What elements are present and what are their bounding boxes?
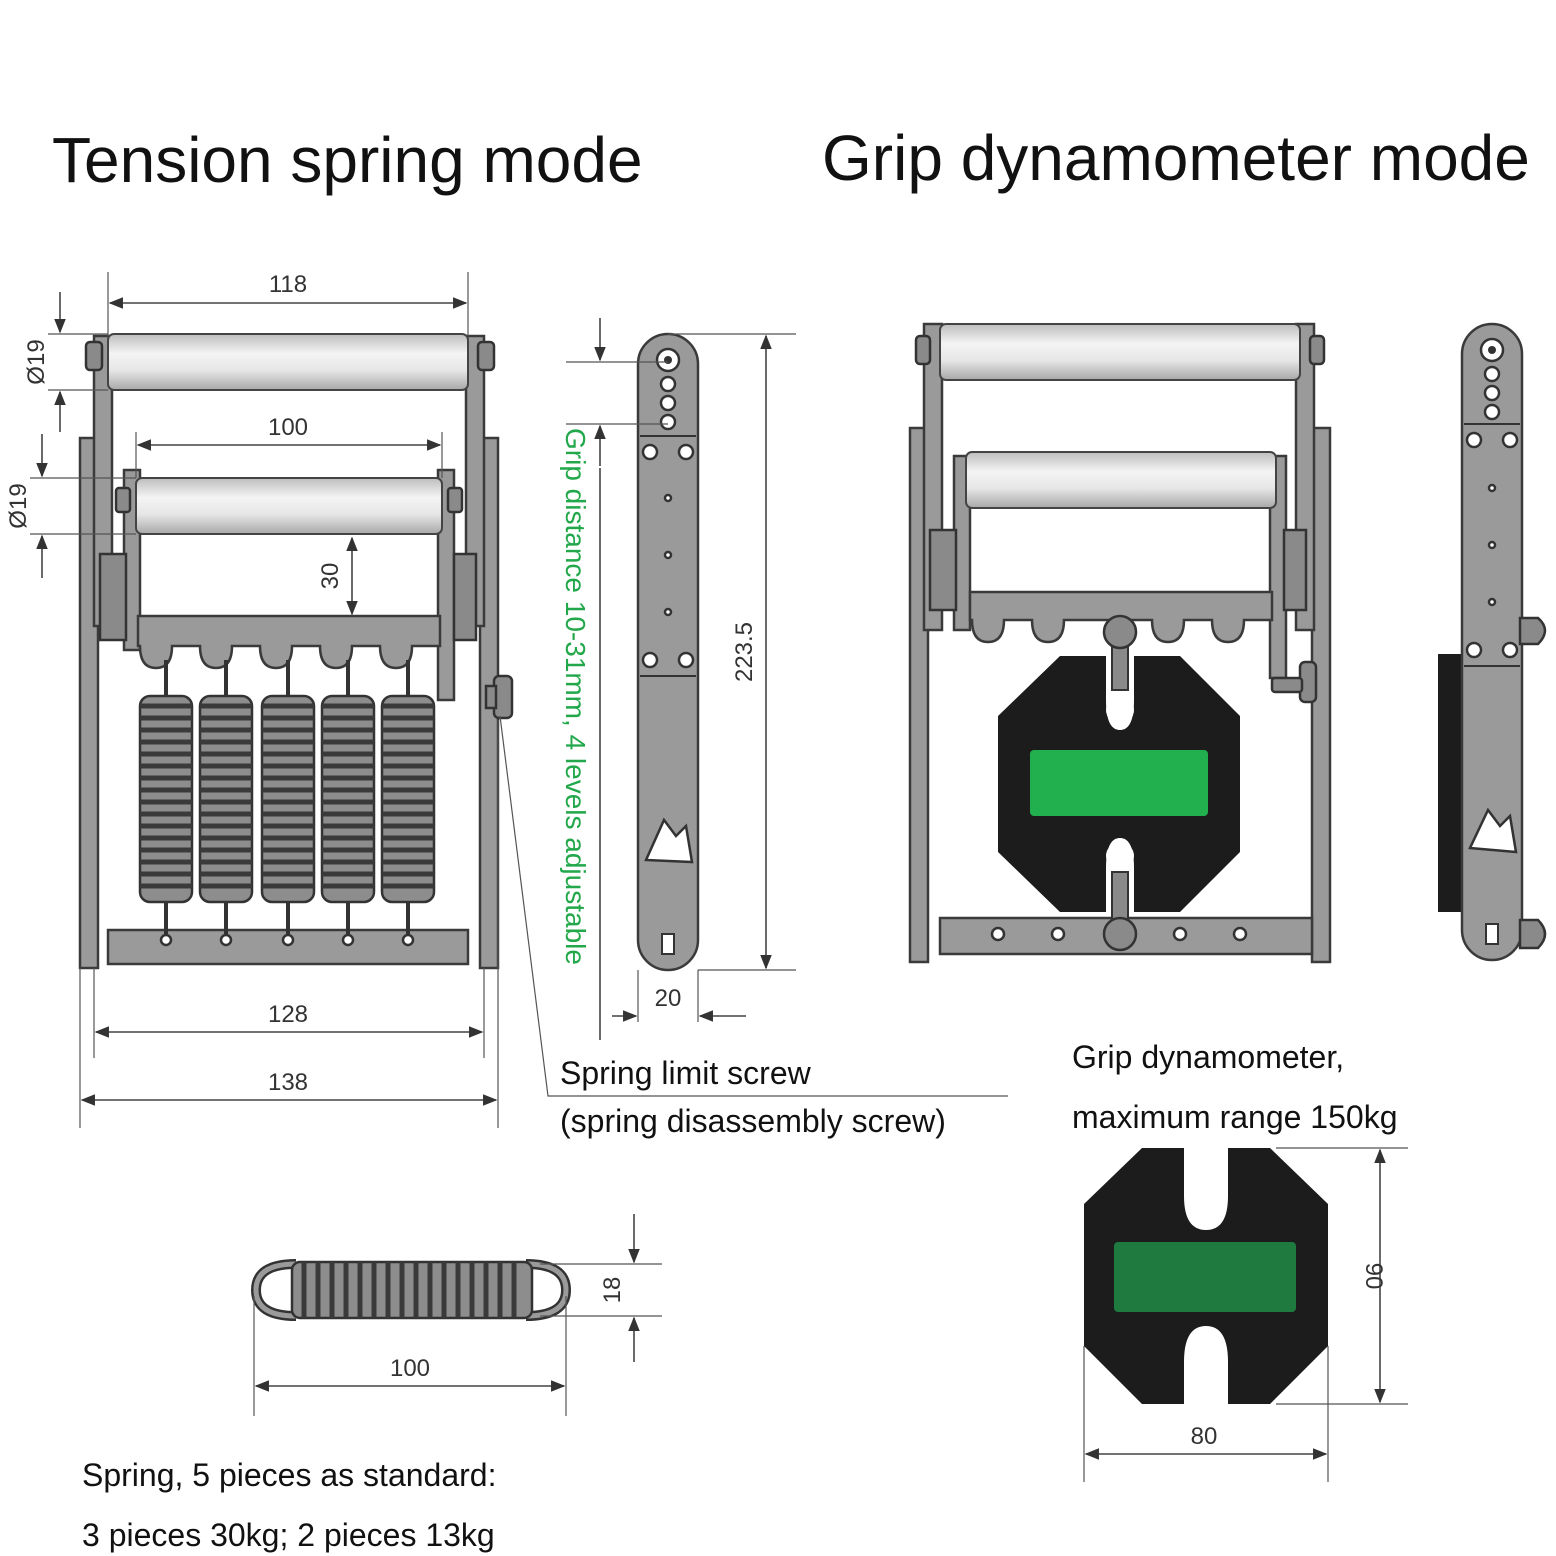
spring [138,660,194,947]
dim-dynamometer-height: 90 [1360,1263,1387,1290]
springs-group [138,660,434,947]
bottom-roller [135,477,443,535]
spring [322,660,374,945]
note-grip-distance: Grip distance 10-31mm, 4 levels adjustab… [560,428,591,965]
dim-top-roller-diameter: Ø19 [23,339,50,384]
left-dimensions: 118 100 Ø19 Ø19 30 128 138 [5,271,1008,1128]
brand-logo-icon [1468,807,1518,854]
note-limit-screw-line2: (spring disassembly screw) [560,1103,946,1139]
spring [200,660,252,945]
brand-logo-icon [644,817,694,864]
side-view-tension [636,332,700,972]
dynamometer-detail-display [1114,1242,1296,1312]
tension-spring-device [78,333,514,970]
hook-bar [136,614,442,670]
side-dimensions: 223.5 20 Grip distance 10-31mm, 4 levels… [560,318,796,1040]
side-view-dynamometer [1438,322,1547,962]
title-tension-spring-mode: Tension spring mode [52,124,643,196]
note-spring-line1: Spring, 5 pieces as standard: [82,1457,496,1493]
dim-roller-gap: 30 [317,563,344,590]
grip-dynamometer-device [908,322,1332,964]
dim-outer-width: 138 [268,1069,308,1096]
title-grip-dynamometer-mode: Grip dynamometer mode [822,122,1530,194]
dim-bottom-roller-diameter: Ø19 [5,483,32,528]
note-limit-screw-line1: Spring limit screw [560,1055,812,1091]
dynamometer-display [1030,750,1208,816]
dim-side-width: 20 [655,985,682,1012]
spring-coil-body [290,1260,534,1320]
spring [262,660,314,945]
top-roller-dyn [939,323,1301,381]
spring-detail: 18 100 [250,1214,662,1416]
dim-spring-diameter: 18 [599,1277,626,1304]
top-roller [107,333,469,391]
dim-spring-length: 100 [390,1355,430,1382]
note-dynamometer-line1: Grip dynamometer, [1072,1039,1344,1075]
dim-top-roller-width: 118 [269,271,307,298]
dynamometer-detail: 90 80 [1083,1147,1408,1482]
dim-side-length: 223.5 [731,622,758,682]
spring [382,660,434,945]
dim-inner-width: 128 [268,1001,308,1028]
dim-bottom-roller-width: 100 [268,414,308,441]
dim-dynamometer-width: 80 [1191,1423,1218,1450]
bottom-roller-dyn [965,451,1277,509]
note-spring-line2: 3 pieces 30kg; 2 pieces 13kg [82,1517,495,1553]
note-dynamometer-line2: maximum range 150kg [1072,1099,1397,1135]
